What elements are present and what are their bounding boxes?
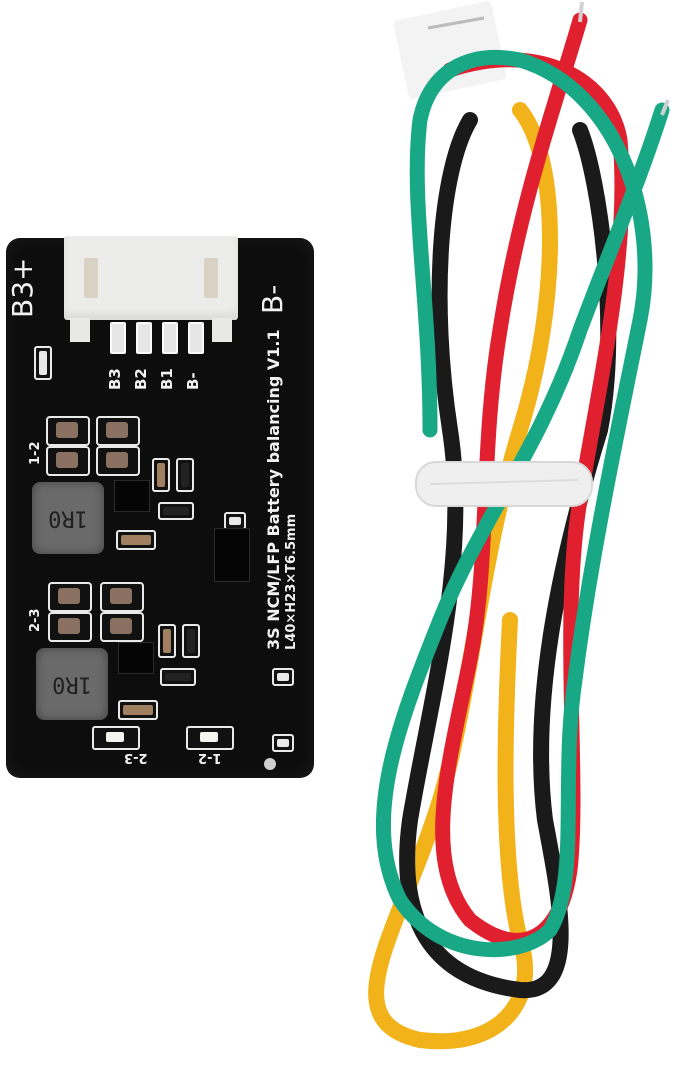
pin-label-b2: B2 [132,368,150,390]
led-indicator-2-3 [92,726,140,750]
ic-chip [118,642,154,674]
mounting-hole [264,758,276,770]
pin-label-bminus: B- [184,372,202,390]
capacitor [48,612,92,642]
board-title: 3S NCM/LFP Battery balancing V1.1 [264,329,283,650]
capacitor [48,582,92,612]
smd-resistor [158,502,194,520]
header-pin-b2 [136,322,152,354]
ic-chip [114,480,150,512]
inductor-1r0: 1R0 [32,482,104,554]
capacitor [100,582,144,612]
led-label-1-2: 1-2 [198,750,222,765]
pin-label-b3: B3 [106,368,124,390]
header-pin-bminus [188,322,204,354]
label-b3-plus: B3+ [6,257,39,318]
header-pin-b1 [162,322,178,354]
capacitor [100,612,144,642]
smd-component [152,458,170,492]
label-b-minus: B- [256,284,289,314]
section-label-2-3: 2-3 [28,608,43,633]
capacitor [46,416,90,446]
mosfet-chip [214,528,250,582]
smd-component [118,700,158,720]
smd-resistor [176,458,194,492]
smd-component [116,530,156,550]
capacitor [46,446,90,476]
cable-tie [415,461,593,507]
smd-resistor [182,624,200,658]
jst-connector-plug [393,1,507,99]
smd-component [272,668,294,686]
board-jst-header [64,236,238,342]
led-label-2-3: 2-3 [124,750,148,765]
smd-component [158,624,176,658]
header-pin-b3 [110,322,126,354]
smd-component [34,346,52,380]
capacitor [96,446,140,476]
capacitor [96,416,140,446]
inductor-1r0: 1R0 [36,648,108,720]
board-dimensions: L40×H23×T6.5mm [284,513,299,650]
led-indicator-1-2 [186,726,234,750]
smd-resistor [160,668,196,686]
smd-component [272,734,294,752]
section-label-1-2: 1-2 [28,441,43,466]
pin-label-b1: B1 [158,368,176,390]
